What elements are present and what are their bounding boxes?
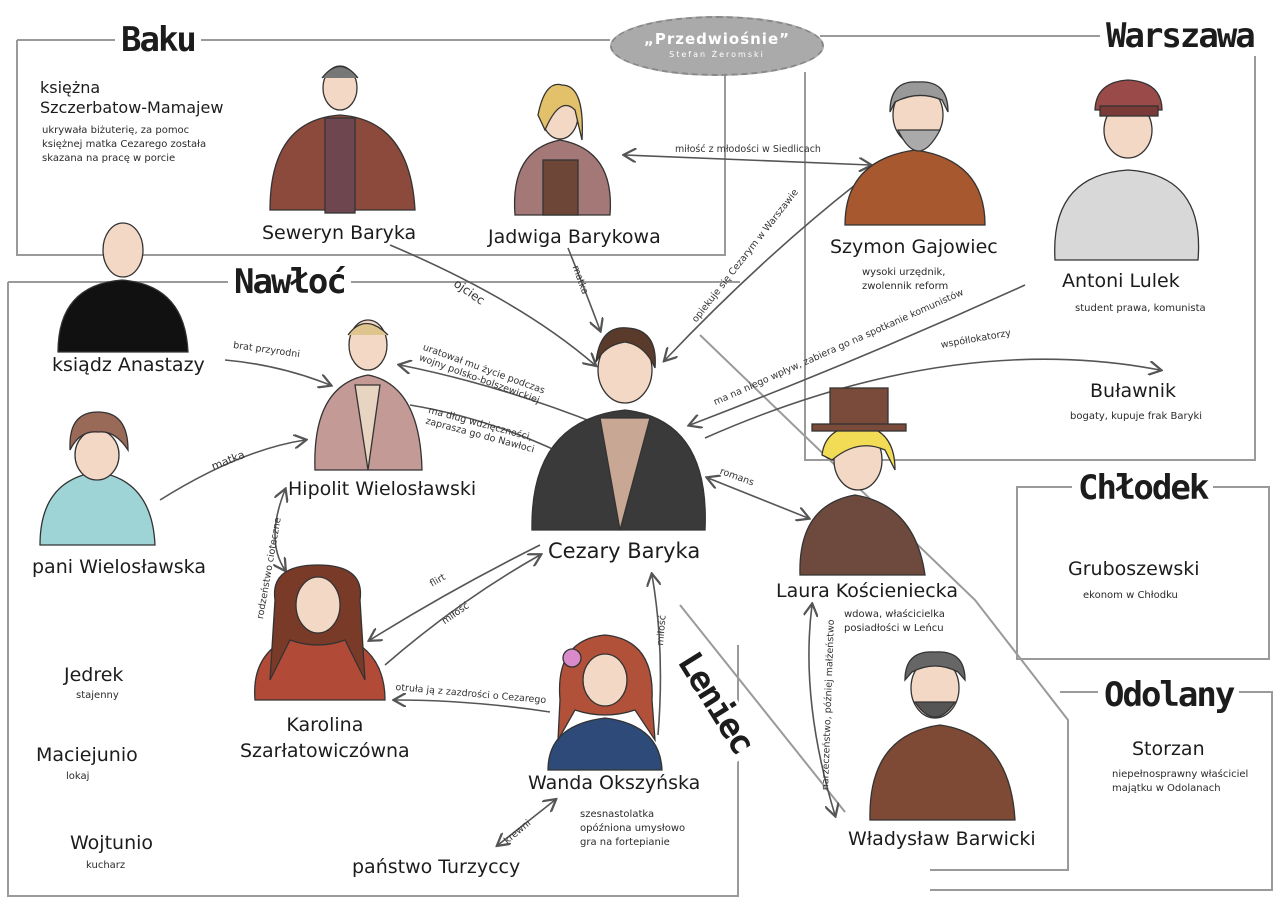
portrait-laura — [799, 387, 926, 576]
portrait-barwicki — [869, 651, 1016, 821]
name-szczerbatow: księżna Szczerbatow-Mamajew — [40, 78, 224, 117]
name-maciejunio: Maciejunio — [36, 744, 138, 766]
portrait-wanda — [547, 634, 663, 771]
region-label-nawloc: Nawłoć — [228, 262, 351, 302]
desc-wojtunio: kucharz — [86, 860, 126, 871]
desc-bulawnik: bogaty, kupuje frak Baryki — [1070, 411, 1203, 422]
arrow-milosc-mlodosci — [625, 155, 870, 165]
name-szymon: Szymon Gajowiec — [830, 236, 998, 258]
arrow-brat — [224, 359, 330, 385]
desc-szczerbatow: ukrywała biżuterię, za pomoc księżnej ma… — [42, 125, 207, 164]
name-wanda: Wanda Okszyńska — [528, 772, 701, 794]
desc-laura: wdowa, właścicielka posiadłości w Leńcu — [844, 609, 945, 634]
portrait-anastazy — [57, 222, 189, 353]
arrow-milosc — [384, 555, 540, 666]
arrow-ojciec — [389, 244, 595, 365]
name-lulek: Antoni Lulek — [1062, 270, 1180, 292]
name-laura: Laura Kościeniecka — [776, 580, 958, 602]
arrow-rodzenstwo — [275, 490, 285, 570]
desc-jedrek: stajenny — [76, 690, 119, 701]
arrow-romans — [708, 478, 808, 518]
arrow-matka2 — [159, 440, 305, 501]
name-storzan: Storzan — [1132, 738, 1205, 760]
portrait-pani-wielosławska — [39, 411, 156, 546]
relation-label-milosc-mlodosci: miłość z młodości w Siedlicach — [675, 144, 821, 155]
arrow-krewni — [498, 800, 555, 845]
name-gruboszewski: Gruboszewski — [1068, 558, 1200, 580]
name-seweryn: Seweryn Baryka — [262, 222, 417, 244]
title-author: Stefan Żeromski — [669, 50, 765, 59]
name-cezary: Cezary Baryka — [548, 539, 701, 563]
region-frame-nawloc — [7, 282, 739, 897]
desc-maciejunio: lokaj — [66, 771, 90, 782]
name-barwicki: Władysław Barwicki — [848, 828, 1036, 850]
name-jedrek: Jedrek — [64, 664, 124, 686]
portrait-hipolit — [314, 319, 423, 471]
region-label-baku: Baku — [115, 20, 201, 60]
arrow-uratowal — [400, 365, 601, 426]
portrait-szymon — [844, 81, 986, 226]
title-main: „Przedwiośnie” — [644, 30, 790, 48]
arrow-wspollokatorzy — [704, 358, 1160, 439]
arrow-matka1 — [567, 247, 600, 330]
portrait-karolina — [254, 564, 386, 701]
name-anastazy: ksiądz Anastazy — [52, 354, 205, 376]
desc-gruboszewski: ekonom w Chłodku — [1083, 590, 1178, 601]
arrow-flirt — [370, 544, 541, 640]
portrait-lulek — [1054, 79, 1200, 261]
region-label-odolany: Odolany — [1098, 675, 1240, 715]
portrait-jadwiga — [513, 83, 612, 216]
region-label-warszawa: Warszawa — [1100, 16, 1260, 56]
desc-storzan: niepełnosprawny właściciel majątku w Odo… — [1112, 769, 1249, 794]
title-badge: „Przedwiośnie” Stefan Żeromski — [610, 16, 824, 76]
name-wojtunio: Wojtunio — [70, 832, 154, 854]
arrow-wplyw — [690, 284, 1026, 425]
name-karolina: Karolina Szarłatowiczówna — [240, 714, 410, 762]
arrow-milosc2 — [652, 575, 662, 736]
desc-lulek: student prawa, komunista — [1075, 303, 1206, 314]
name-bulawnik: Buławnik — [1090, 380, 1176, 402]
name-hipolit: Hipolit Wielosławski — [288, 478, 477, 500]
arrow-opiekuje — [665, 184, 856, 360]
desc-wanda: szesnastolatka opóźniona umysłowo gra na… — [580, 809, 686, 848]
name-pani-wielosławska: pani Wielosławska — [32, 556, 206, 578]
arrow-narzeczenstwo — [809, 605, 835, 815]
desc-szymon: wysoki urzędnik, zwolennik reform — [862, 267, 949, 292]
portrait-seweryn — [269, 65, 416, 214]
portrait-cezary — [531, 327, 706, 531]
arrow-otrula — [395, 700, 551, 713]
region-label-chlodek: Chłodek — [1072, 468, 1214, 508]
name-jadwiga: Jadwiga Barykowa — [488, 226, 661, 248]
name-turzyccy: państwo Turzyccy — [352, 856, 521, 878]
